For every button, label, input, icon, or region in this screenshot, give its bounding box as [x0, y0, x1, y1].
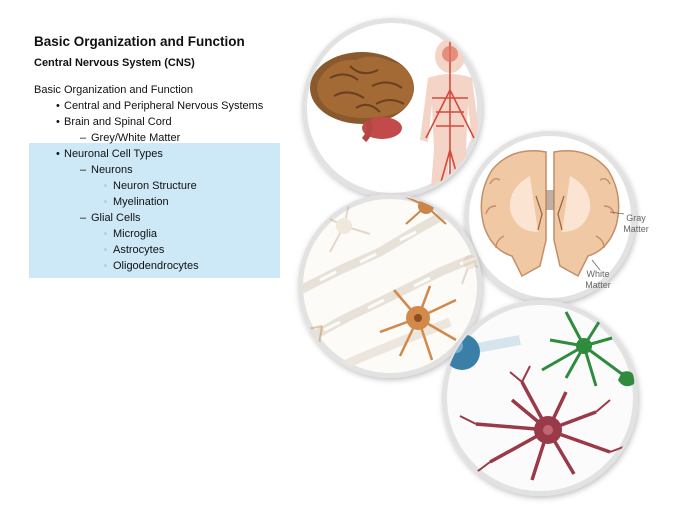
- outline-item-text: Neuron Structure: [113, 180, 197, 192]
- bullet-icon: •: [56, 100, 60, 112]
- page-title: Basic Organization and Function: [34, 34, 245, 49]
- outline-item: ◦ Astrocytes: [34, 242, 263, 258]
- dash-icon: –: [80, 164, 87, 176]
- sub-bullet-icon: ◦: [104, 261, 107, 270]
- outline-item: ◦ Neuron Structure: [34, 178, 263, 194]
- outline-item-text: Neuronal Cell Types: [64, 148, 163, 160]
- outline-item: Basic Organization and Function: [34, 82, 263, 98]
- outline-item-text: Oligodendrocytes: [113, 260, 199, 272]
- outline-item-text: Neurons: [91, 164, 133, 176]
- outline-item: ◦ Microglia: [34, 226, 263, 242]
- sub-bullet-icon: ◦: [104, 229, 107, 238]
- outline-item-text: Grey/White Matter: [91, 132, 181, 144]
- outline-item-text: Brain and Spinal Cord: [64, 116, 172, 128]
- outline-item-text: Glial Cells: [91, 212, 141, 224]
- outline-item: ◦ Oligodendrocytes: [34, 258, 263, 274]
- highlight-box: [29, 143, 280, 278]
- outline-list: Basic Organization and Function • Central …: [34, 82, 263, 274]
- dash-icon: –: [80, 132, 87, 144]
- outline-item-text: Basic Organization and Function: [34, 84, 193, 96]
- nervous-system-circle: [302, 18, 482, 198]
- brain-section-circle: [464, 131, 636, 303]
- bullet-icon: •: [56, 116, 60, 128]
- outline-item: ◦ Myelination: [34, 194, 263, 210]
- white-matter-label: White Matter: [585, 269, 611, 290]
- coronal-brain-slice: [480, 150, 625, 278]
- outline-item: • Brain and Spinal Cord: [34, 114, 263, 130]
- glial-cells-circle: [442, 300, 638, 496]
- outline-item-text: Astrocytes: [113, 244, 165, 256]
- oligodendrocyte-cell: [459, 365, 627, 481]
- outline-item: • Neuronal Cell Types: [34, 146, 263, 162]
- sub-bullet-icon: ◦: [104, 181, 107, 190]
- outline-item: –Glial Cells: [34, 210, 263, 226]
- neuron-cell-main: [379, 285, 457, 361]
- outline-item-text: Microglia: [113, 228, 158, 240]
- neurons-circle: [298, 194, 482, 378]
- outline-item: –Grey/White Matter: [34, 130, 263, 146]
- astrocyte-cell: [541, 311, 635, 387]
- page-subtitle: Central Nervous System (CNS): [34, 57, 195, 69]
- gray-matter-label: Gray Matter: [623, 213, 649, 234]
- outline-item-text: Myelination: [113, 196, 169, 208]
- dash-icon: –: [80, 212, 87, 224]
- outline-item: –Neurons: [34, 162, 263, 178]
- sub-bullet-icon: ◦: [104, 197, 107, 206]
- outline-item-text: Central and Peripheral Nervous Systems: [64, 100, 264, 112]
- brain-illustration: [310, 52, 414, 143]
- outline-item: • Central and Peripheral Nervous Systems: [34, 98, 263, 114]
- sub-bullet-icon: ◦: [104, 245, 107, 254]
- bullet-icon: •: [56, 148, 60, 160]
